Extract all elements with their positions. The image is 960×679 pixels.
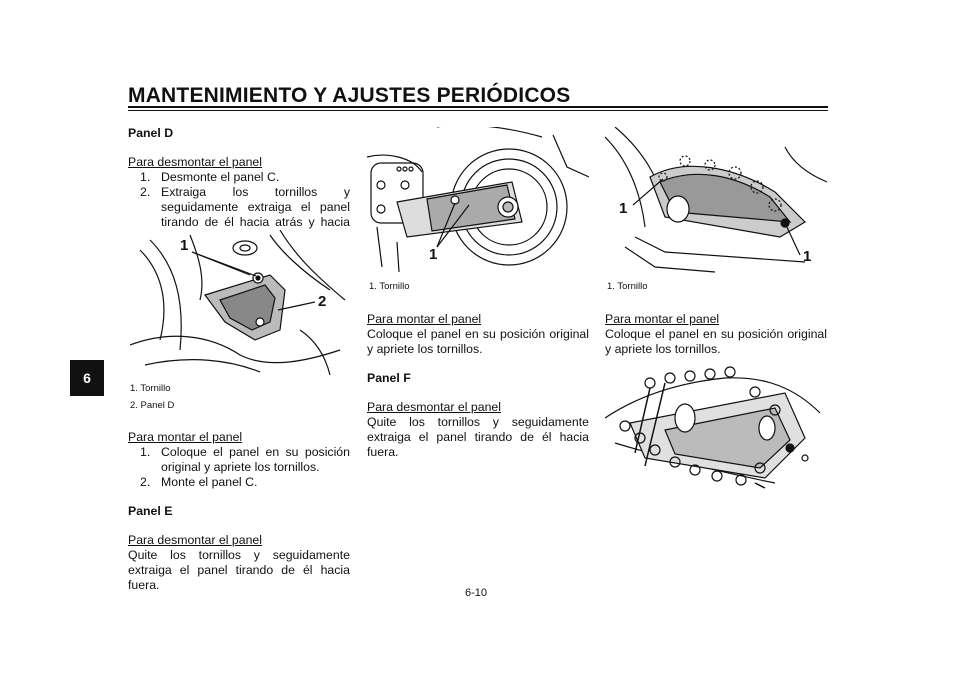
- install-text: Coloque el panel en su posición original…: [605, 327, 827, 356]
- step-number: 2.: [140, 185, 151, 199]
- panel-e-remove-text: Quite los tornillos y seguidamente extra…: [128, 548, 350, 592]
- figure-panel-e: 1: [367, 127, 589, 275]
- install-subheading: Para montar el panel: [605, 312, 720, 326]
- list-item: 1. Coloque el panel en su posición origi…: [128, 445, 350, 475]
- figure-captions-d: 1. Tornillo 2. Panel D: [130, 380, 330, 414]
- install-text: Coloque el panel en su posición original…: [367, 327, 589, 356]
- figure-panel-f-top: 1 1: [605, 127, 827, 275]
- install-subheading: Para montar el panel: [128, 430, 243, 444]
- column-left: Panel D Para desmontar el panel 1. Desmo…: [128, 126, 350, 245]
- chapter-tab: 6: [70, 360, 104, 396]
- step-text: Monte el panel C.: [161, 475, 258, 489]
- callout-label: 1: [429, 246, 437, 263]
- panel-f-remove-subheading: Para desmontar el panel: [367, 400, 501, 414]
- step-text: Desmonte el panel C.: [161, 170, 280, 184]
- callout-label: 1: [803, 248, 811, 265]
- figure-panel-d: 1 2: [130, 230, 350, 380]
- caption: 1. Tornillo: [607, 281, 648, 292]
- list-item: 1. Desmonte el panel C.: [128, 170, 350, 185]
- callout-label: 1: [619, 200, 627, 217]
- panel-e-remove-subheading: Para desmontar el panel: [128, 533, 262, 547]
- caption: 1. Tornillo: [130, 383, 171, 394]
- callout-label: 1: [180, 237, 188, 254]
- list-item: 2. Monte el panel C.: [128, 475, 350, 490]
- step-text: Coloque el panel en su posición original…: [161, 445, 350, 474]
- page-number: 6-10: [465, 587, 488, 599]
- panel-f-heading: Panel F: [367, 371, 411, 385]
- figure-caption-e: 1. Tornillo: [369, 278, 569, 295]
- figure-panel-f-bottom: [605, 358, 827, 498]
- header-rule: [128, 106, 828, 108]
- caption: 1. Tornillo: [369, 281, 410, 292]
- page-title: MANTENIMIENTO Y AJUSTES PERIÓDICOS: [128, 84, 571, 107]
- column-right: Para montar el panel Coloque el panel en…: [605, 312, 827, 357]
- install-subheading: Para montar el panel: [367, 312, 482, 326]
- panel-e-heading: Panel E: [128, 504, 173, 518]
- panel-d-heading: Panel D: [128, 126, 174, 140]
- column-left-lower: Para montar el panel 1. Coloque el panel…: [128, 430, 350, 593]
- callout-label: 2: [318, 293, 326, 310]
- header-rule-thin: [128, 110, 828, 111]
- caption: 2. Panel D: [130, 400, 175, 411]
- step-number: 1.: [140, 445, 151, 459]
- step-number: 2.: [140, 475, 151, 489]
- figure-caption-f: 1. Tornillo: [607, 278, 807, 295]
- panel-f-remove-text: Quite los tornillos y seguidamente extra…: [367, 415, 589, 459]
- column-middle: Para montar el panel Coloque el panel en…: [367, 312, 589, 460]
- remove-subheading: Para desmontar el panel: [128, 155, 262, 169]
- step-number: 1.: [140, 170, 151, 184]
